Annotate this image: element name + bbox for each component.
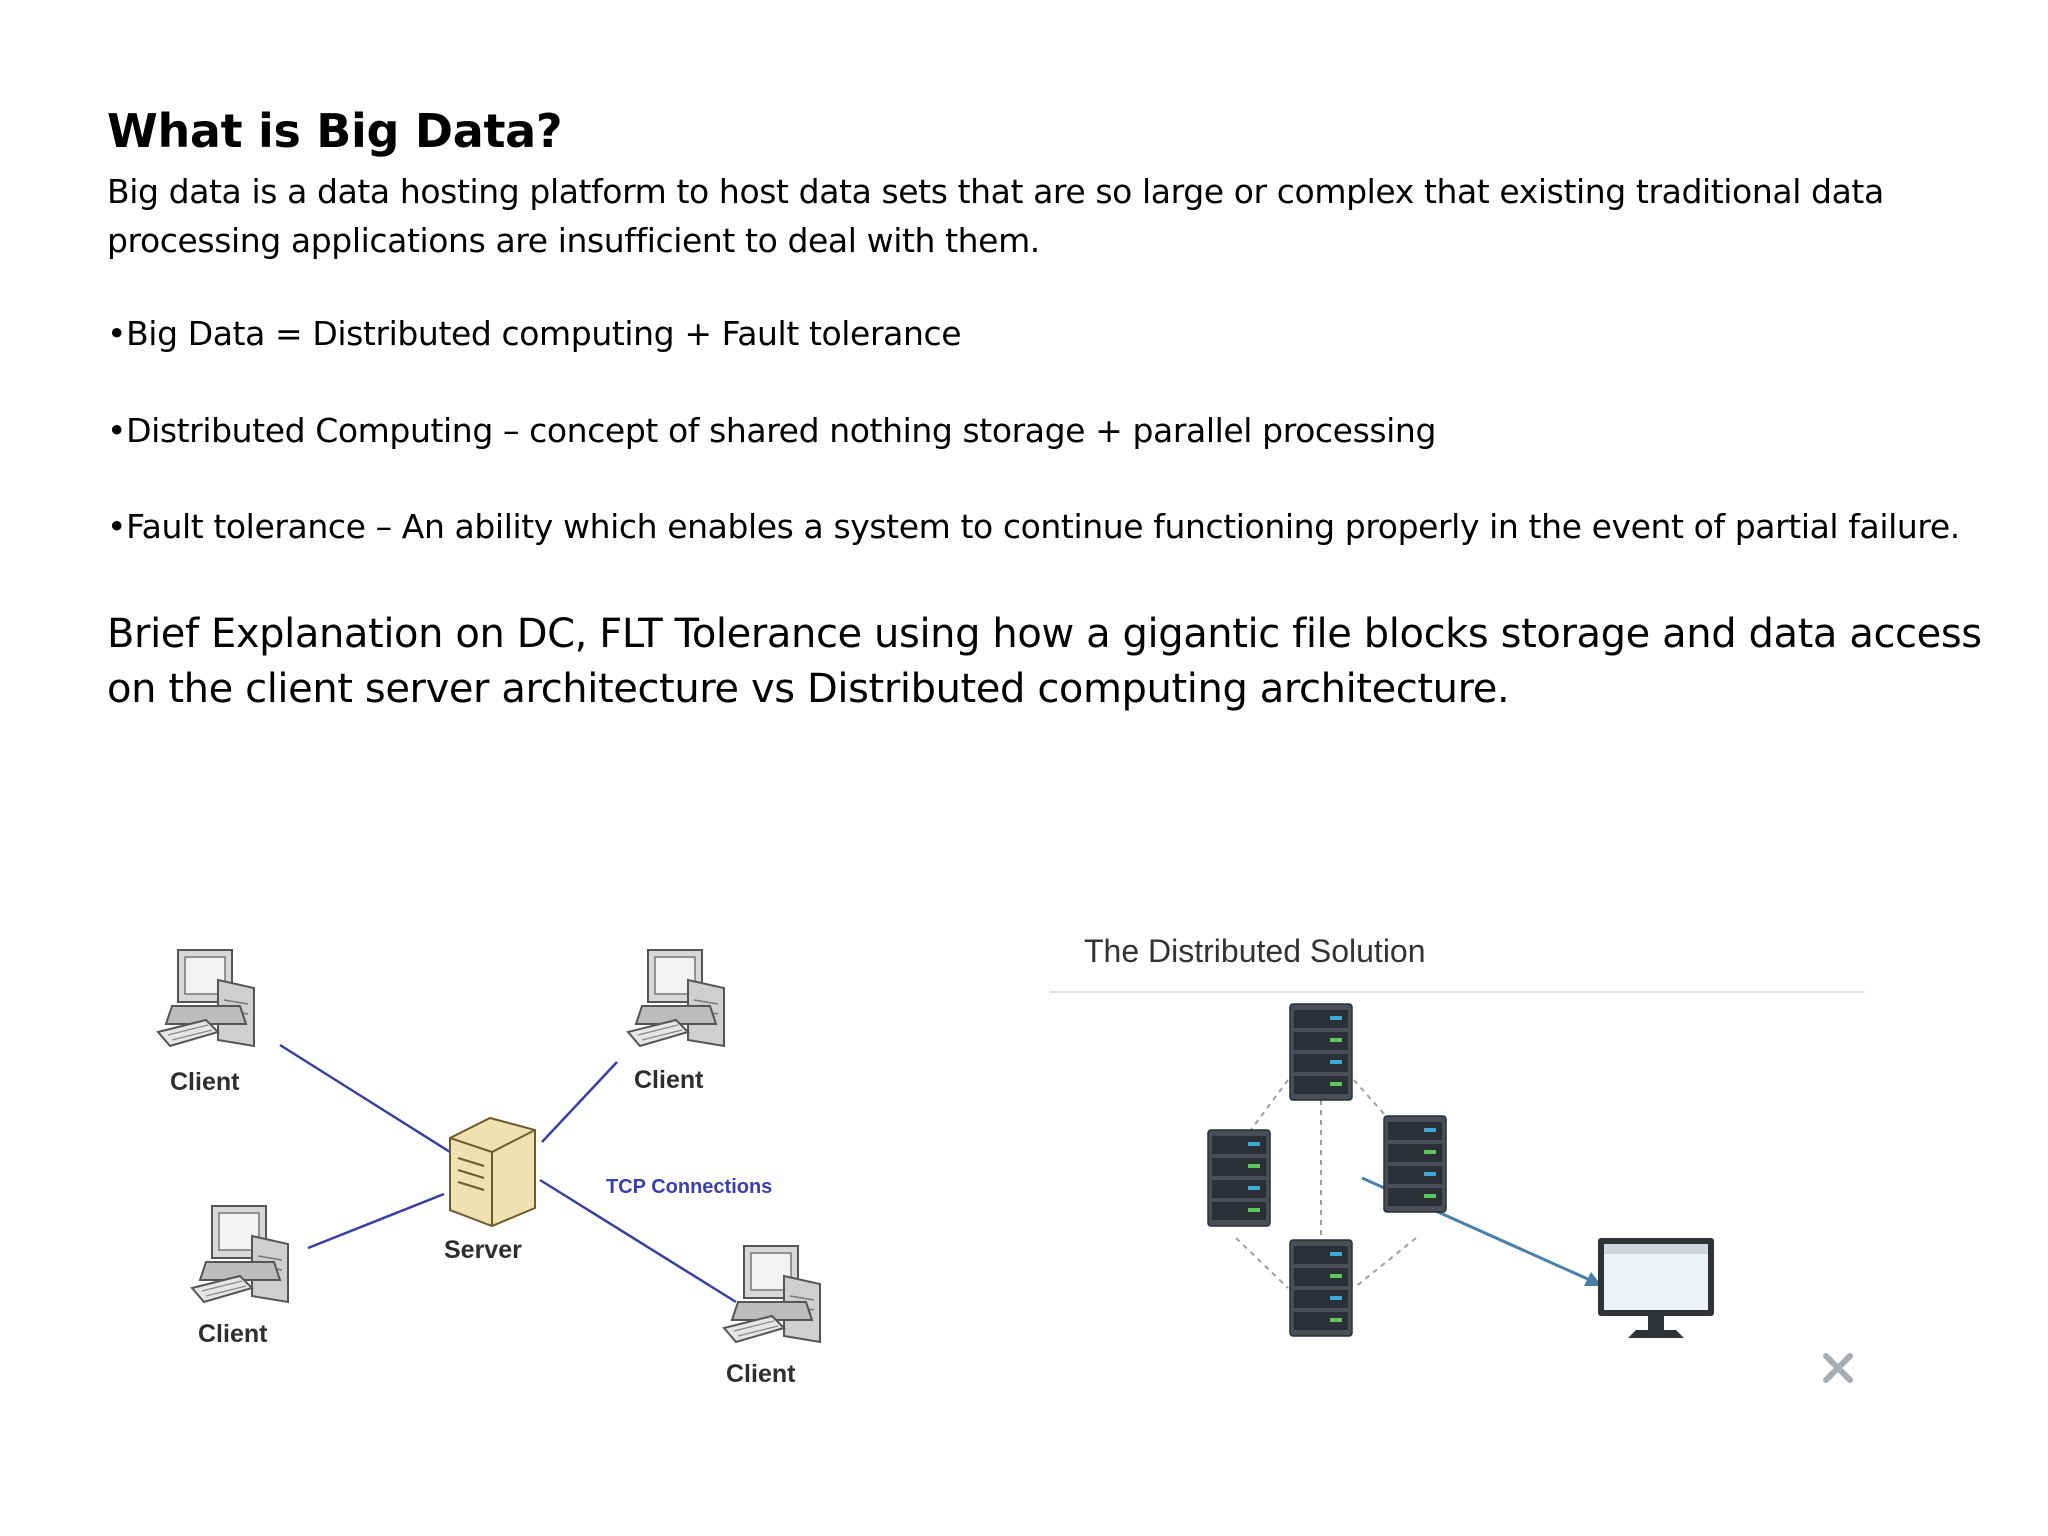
client-computer-icon: [191, 1205, 289, 1303]
client-label: Client: [198, 1320, 268, 1348]
server-rack-icon: [1207, 1129, 1271, 1227]
monitor-icon: [1598, 1238, 1714, 1338]
close-icon: [1823, 1353, 1853, 1383]
intro-paragraph: Big data is a data hosting platform to h…: [107, 172, 1884, 260]
connection-line: [307, 1192, 445, 1250]
bullet-distributed-computing: •Distributed Computing – concept of shar…: [107, 411, 1436, 450]
explanation-paragraph: Brief Explanation on DC, FLT Tolerance u…: [107, 611, 1982, 712]
client-label: Client: [634, 1066, 704, 1094]
server-rack-icon: [1289, 1239, 1353, 1337]
server-rack-icon: [1289, 1003, 1353, 1101]
client-computer-icon: [723, 1245, 821, 1343]
client-computer-icon: [627, 949, 725, 1047]
server-label: Server: [444, 1236, 522, 1264]
client-server-diagram: Client Client Client Client Server TCP C…: [157, 949, 821, 1388]
server-rack-icon: [1383, 1115, 1447, 1213]
connection-line: [541, 1061, 618, 1143]
arrow-head: [1584, 1272, 1602, 1286]
distributed-solution-diagram: The Distributed Solution: [1050, 933, 1865, 1383]
client-computer-icon: [157, 949, 255, 1047]
slide-title: What is Big Data?: [107, 104, 563, 158]
tcp-connections-label: TCP Connections: [606, 1176, 772, 1198]
bullet-big-data: •Big Data = Distributed computing + Faul…: [107, 314, 962, 353]
bullet-fault-tolerance: •Fault tolerance – An ability which enab…: [107, 507, 1960, 546]
distributed-solution-title: The Distributed Solution: [1084, 933, 1426, 969]
client-label: Client: [726, 1360, 796, 1388]
client-label: Client: [170, 1068, 240, 1096]
connection-line: [539, 1178, 737, 1304]
server-icon: [449, 1116, 536, 1228]
connection-line: [279, 1043, 451, 1154]
